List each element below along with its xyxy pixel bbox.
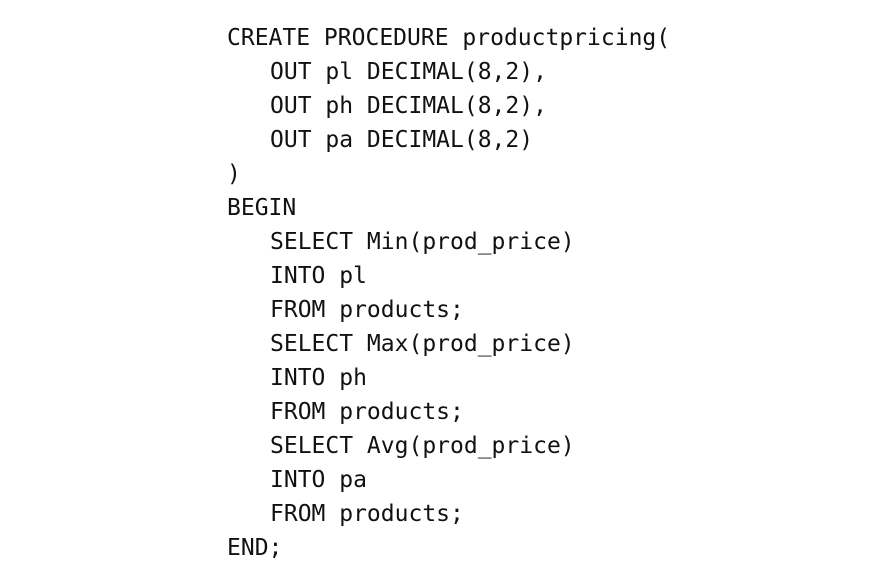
code-line-begin: BEGIN: [227, 195, 297, 221]
code-line-select-min: SELECT Min(prod_price): [270, 229, 575, 255]
code-line-select-avg: SELECT Avg(prod_price): [270, 433, 575, 459]
code-line-from-products-3: FROM products;: [270, 501, 464, 527]
code-line-into-pl: INTO pl: [270, 263, 367, 289]
code-line-create-procedure: CREATE PROCEDURE productpricing(: [227, 25, 671, 51]
code-line-from-products-2: FROM products;: [270, 399, 464, 425]
code-line-from-products-1: FROM products;: [270, 297, 464, 323]
code-line-select-max: SELECT Max(prod_price): [270, 331, 575, 357]
code-line-end: END;: [227, 535, 283, 561]
code-line-out-ph: OUT ph DECIMAL(8,2),: [270, 93, 547, 119]
sql-code-block: CREATE PROCEDURE productpricing( OUT pl …: [227, 21, 847, 565]
code-line-into-ph: INTO ph: [270, 365, 367, 391]
code-line-out-pa: OUT pa DECIMAL(8,2): [270, 127, 534, 153]
code-line-into-pa: INTO pa: [270, 467, 367, 493]
code-line-close-paren: ): [227, 161, 241, 187]
code-line-out-pl: OUT pl DECIMAL(8,2),: [270, 59, 547, 85]
